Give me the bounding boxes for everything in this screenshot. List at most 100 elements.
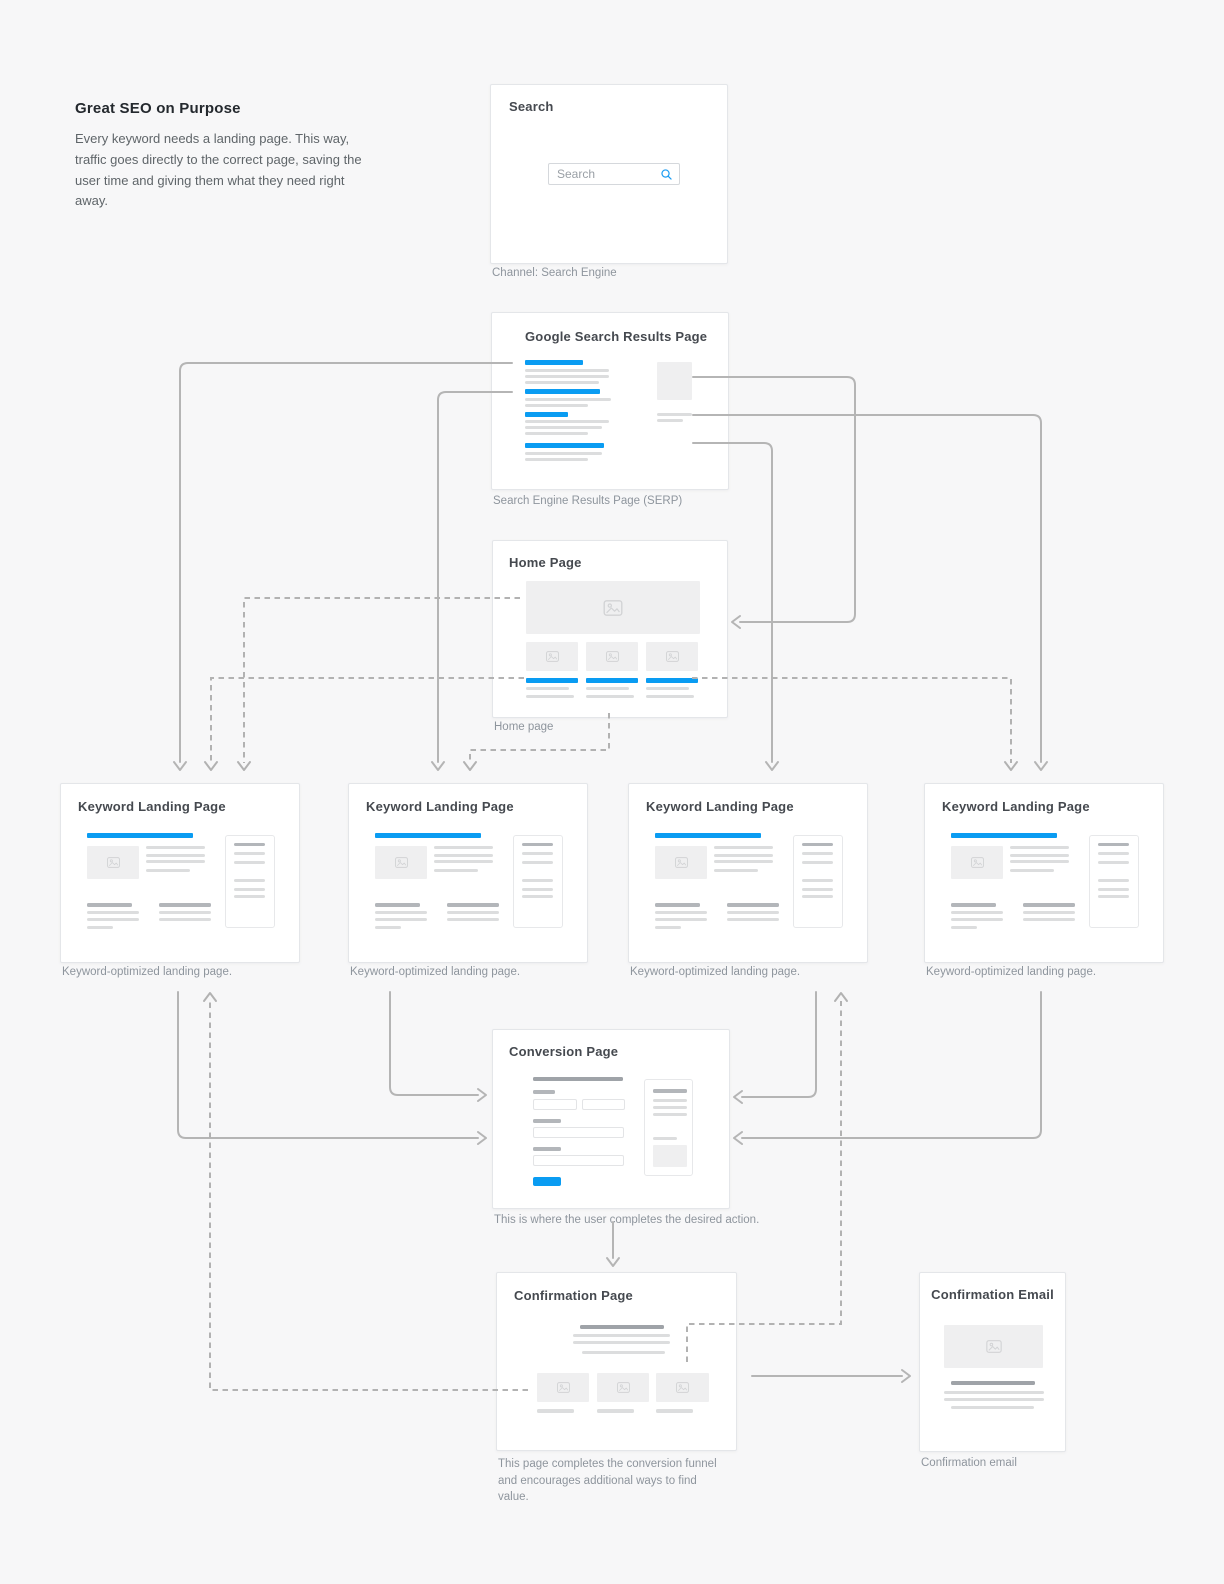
node-caption: Keyword-optimized landing page.: [62, 966, 233, 978]
node-conversion-page[interactable]: Conversion Page This is where the user c…: [492, 1029, 759, 1226]
connector-klp1-to-conversion: [177, 991, 479, 1139]
text-line: [582, 1351, 665, 1354]
arrow-down-icon: [606, 1257, 620, 1267]
node-caption: Home page: [494, 721, 554, 733]
arrow-up-icon: [203, 992, 217, 1002]
text-line: [1010, 860, 1069, 863]
node-home-page[interactable]: Home Page Home page: [492, 540, 728, 733]
arrow-down-icon: [1004, 761, 1018, 771]
text-line: [522, 879, 553, 882]
text-line: [146, 869, 190, 872]
keyword-title-bar: [526, 678, 578, 683]
text-line: [234, 852, 265, 855]
keyword-title-bar: [525, 389, 600, 394]
text-line: [234, 888, 265, 891]
text-line: [447, 911, 499, 914]
text-line: [951, 911, 1003, 914]
sidebar-card: [1089, 835, 1139, 928]
text-line: [525, 404, 588, 407]
text-line: [657, 419, 683, 422]
image-placeholder: [87, 846, 139, 879]
landing-page-wireframe: [61, 784, 299, 962]
text-line: [522, 888, 553, 891]
node-title: Keyword Landing Page: [78, 799, 226, 814]
text-line: [525, 426, 602, 429]
node-keyword-landing-page-1[interactable]: Keyword Landing Page Keyword-optimized l…: [60, 783, 300, 978]
connector-serp-to-klp1: [179, 362, 513, 763]
text-line: [525, 458, 588, 461]
keyword-title-bar: [375, 833, 481, 838]
text-line: [802, 888, 833, 891]
text-line: [727, 918, 779, 921]
node-confirmation-page[interactable]: Confirmation Page This page completes th…: [496, 1272, 737, 1503]
text-line: [657, 413, 692, 416]
text-line: [944, 1398, 1044, 1401]
landing-page-wireframe: [629, 784, 867, 962]
image-icon: [556, 1382, 570, 1393]
arrow-left-icon: [733, 1131, 743, 1145]
text-line: [1098, 888, 1129, 891]
keyword-title-bar: [525, 443, 604, 448]
text-line: [87, 911, 139, 914]
text-line: [375, 926, 401, 929]
heading-line: [653, 1089, 687, 1093]
heading-line: [447, 903, 499, 907]
image-placeholder: [655, 846, 707, 879]
text-line: [434, 869, 478, 872]
text-line: [586, 695, 634, 698]
node-search[interactable]: Search Search Channel: Search Engine: [490, 84, 728, 279]
image-icon: [665, 651, 679, 662]
node-keyword-landing-page-3[interactable]: Keyword Landing Page Keyword-optimized l…: [628, 783, 868, 978]
text-line: [944, 1391, 1044, 1394]
text-line: [375, 918, 427, 921]
text-line: [537, 1409, 574, 1413]
connector-home-to-klp1-dashed: [243, 597, 520, 763]
text-line: [802, 852, 833, 855]
arrow-left-icon: [733, 1090, 743, 1104]
text-line: [525, 398, 611, 401]
input-field: [582, 1099, 625, 1110]
node-title: Google Search Results Page: [525, 329, 708, 344]
sidebar-card: [513, 835, 563, 928]
node-caption: This page completes the conversion funne…: [498, 1458, 717, 1504]
node-confirmation-email[interactable]: Confirmation Email Confirmation email: [919, 1272, 1066, 1469]
node-keyword-landing-page-4[interactable]: Keyword Landing Page Keyword-optimized l…: [924, 783, 1164, 978]
cta-button: [533, 1177, 561, 1186]
text-line: [526, 687, 569, 690]
landing-page-wireframe: [349, 784, 587, 962]
sidebar-card: [644, 1079, 693, 1176]
heading-line: [533, 1077, 623, 1081]
connector-klp4-to-conversion: [741, 991, 1042, 1139]
image-placeholder: [597, 1373, 649, 1402]
text-line: [802, 895, 833, 898]
page-title: Great SEO on Purpose: [75, 100, 241, 117]
node-caption: Channel: Search Engine: [492, 267, 617, 279]
image-placeholder: [646, 642, 698, 671]
text-line: [159, 911, 211, 914]
arrow-down-icon: [765, 761, 779, 771]
text-line: [646, 695, 694, 698]
confirmation-page-wireframe: [497, 1273, 736, 1450]
connector-serp-to-klp4: [692, 414, 1042, 763]
input-field: [533, 1127, 624, 1138]
arrow-right-icon: [477, 1131, 487, 1145]
arrow-right-icon: [477, 1088, 487, 1102]
image-icon: [674, 857, 688, 868]
node-serp[interactable]: Google Search Results Page Search Engine…: [491, 312, 729, 507]
home-wireframe: [493, 541, 727, 717]
arrow-down-icon: [237, 761, 251, 771]
image-placeholder: [375, 846, 427, 879]
arrow-up-icon: [834, 992, 848, 1002]
arrow-down-icon: [463, 761, 477, 771]
text-line: [525, 369, 609, 372]
arrow-right-icon: [901, 1369, 911, 1383]
heading-line: [1023, 903, 1075, 907]
node-keyword-landing-page-2[interactable]: Keyword Landing Page Keyword-optimized l…: [348, 783, 588, 978]
sidebar-card: [793, 835, 843, 928]
image-placeholder: [526, 642, 578, 671]
keyword-title-bar: [646, 678, 698, 683]
text-line: [951, 926, 977, 929]
email-wireframe: [920, 1273, 1065, 1451]
search-input[interactable]: Search: [548, 163, 680, 185]
